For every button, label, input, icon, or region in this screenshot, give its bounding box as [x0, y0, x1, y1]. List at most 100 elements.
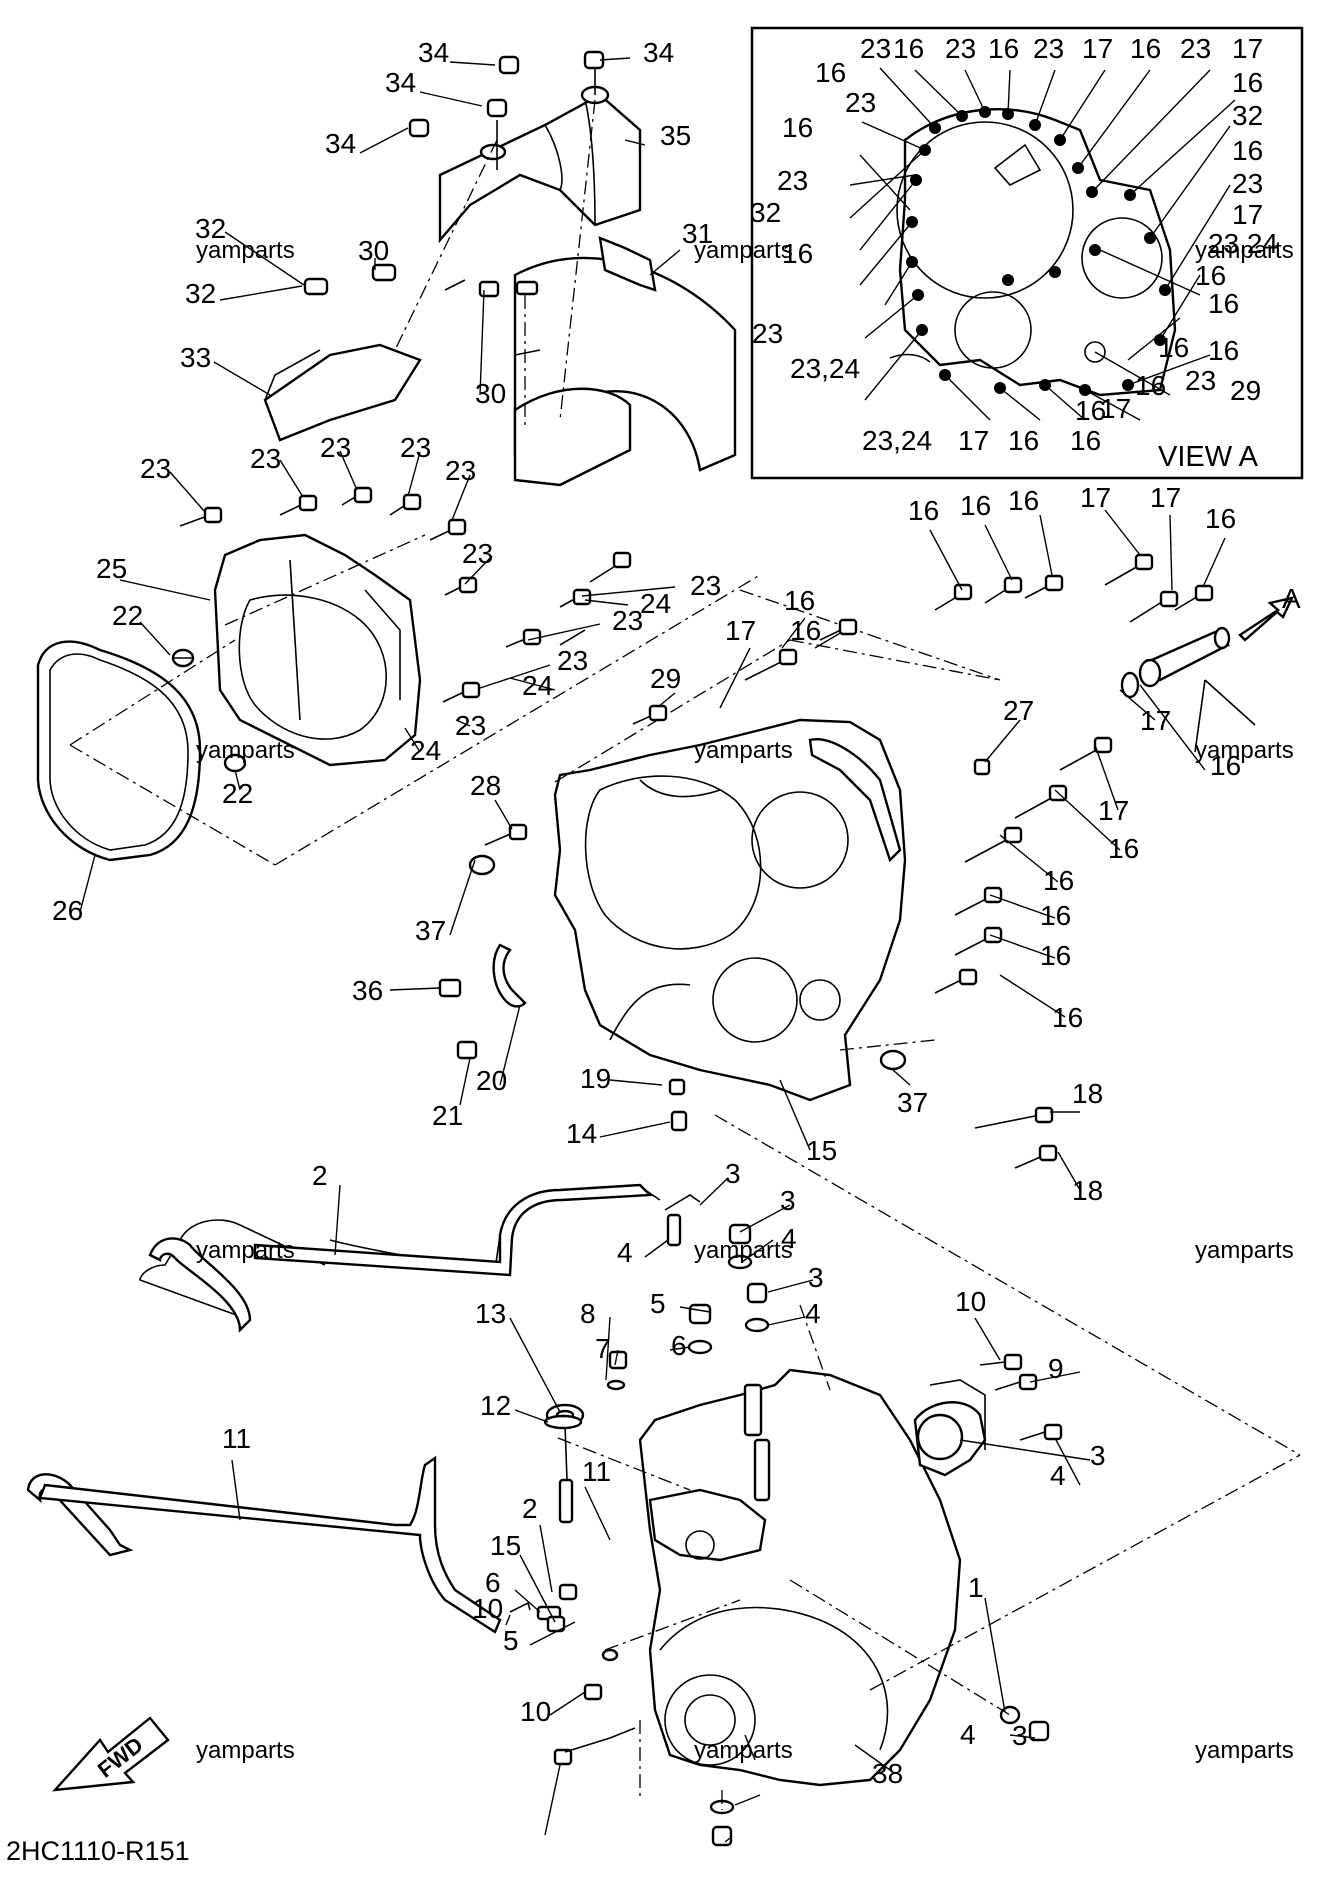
- view-a-lower-bore: [954, 291, 1032, 369]
- upper-shrouds: [263, 50, 737, 487]
- arrow-a-label: A: [1282, 583, 1301, 614]
- callout-9: 9: [1048, 1353, 1064, 1384]
- view-a-callout-16: 16: [1135, 370, 1166, 401]
- callout-3: 3: [780, 1185, 796, 1216]
- crankcase-1-bore: [664, 1674, 756, 1766]
- callout-24: 24: [410, 735, 441, 766]
- bracket-33-fold: [264, 349, 321, 401]
- shaft-27-group: [1120, 596, 1295, 753]
- view-a-callout-17: 17: [1100, 393, 1131, 424]
- shroud-35: [438, 93, 642, 244]
- leader-line: [767, 1279, 814, 1293]
- crankcase-1-bore-inner: [684, 1694, 736, 1746]
- view-a-frame: [750, 26, 1304, 480]
- leader-line: [584, 1486, 611, 1541]
- callout-19: 19: [580, 1063, 611, 1094]
- leader-line: [464, 555, 493, 585]
- leader-line: [892, 1069, 911, 1086]
- leader-line: [624, 139, 646, 146]
- watermark: yamparts: [1195, 1237, 1294, 1264]
- crankcase-flange: [808, 738, 902, 863]
- callout-25: 25: [96, 553, 127, 584]
- leader-line: [339, 450, 358, 491]
- leader-line: [781, 617, 806, 649]
- callout-23: 23: [445, 455, 476, 486]
- bolt-34-d: [408, 118, 430, 138]
- leader-line: [999, 974, 1066, 1018]
- callout-16: 16: [1108, 833, 1139, 864]
- callout-33: 33: [180, 342, 211, 373]
- callout-13: 13: [475, 1298, 506, 1329]
- view-a-callout-16: 16: [1232, 135, 1263, 166]
- bolt-37: [438, 978, 462, 998]
- callout-16: 16: [1052, 1002, 1083, 1033]
- fwd-arrow-shape: [52, 1716, 170, 1792]
- leader-line: [854, 1744, 891, 1771]
- callout-4: 4: [805, 1298, 821, 1329]
- watermark: yamparts: [196, 237, 295, 264]
- bolt-32-b: [303, 277, 329, 296]
- leader-line: [231, 1459, 241, 1521]
- callout-17: 17: [1080, 482, 1111, 513]
- leader-line: [739, 1204, 791, 1233]
- fwd-arrow: FWD: [52, 1716, 170, 1792]
- assembly-line-6: [274, 574, 761, 866]
- leader-line: [719, 647, 751, 709]
- callout-2: 2: [522, 1493, 538, 1524]
- pipe-13: [38, 1455, 502, 1634]
- callout-27: 27: [1003, 695, 1034, 726]
- clip-36: [492, 943, 527, 1008]
- view-a-callout-23-24: 23,24: [1208, 228, 1278, 259]
- watermark: yamparts: [694, 237, 793, 264]
- leader-line: [389, 987, 441, 991]
- view-a-bracket: [889, 353, 931, 363]
- shaft-27-end-b: [1213, 626, 1231, 650]
- callout-34: 34: [643, 37, 674, 68]
- crankcase-1: [543, 1368, 987, 1787]
- callout-16: 16: [1210, 750, 1241, 781]
- leader-line: [359, 127, 409, 154]
- leader-line: [984, 1597, 1006, 1713]
- leader-line: [479, 289, 485, 396]
- view-a-boss: [1084, 341, 1106, 363]
- leader-line: [989, 934, 1056, 959]
- gasket-26-inner: [49, 653, 189, 851]
- callout-23: 23: [690, 570, 721, 601]
- arrow-a: [1238, 596, 1295, 642]
- leader-line: [669, 1346, 691, 1351]
- callout-22: 22: [222, 778, 253, 809]
- callout-23: 23: [557, 645, 588, 676]
- bolt-34-c: [486, 98, 508, 118]
- assembly-line-9: [789, 639, 1001, 681]
- leader-line: [519, 1554, 556, 1623]
- fan-housing-31-edge: [514, 349, 541, 356]
- view-a-callout-16: 16: [988, 33, 1019, 64]
- bolt-32: [371, 263, 397, 282]
- leader-line: [599, 57, 631, 61]
- watermark: yamparts: [1195, 737, 1294, 764]
- view-a-callout-16: 16: [782, 238, 813, 269]
- dowel-29: [973, 758, 991, 776]
- leader-line: [1119, 689, 1156, 721]
- crankcase-1-outline: [638, 1368, 962, 1787]
- leader-line: [479, 664, 551, 689]
- leader-line: [1039, 514, 1053, 576]
- o-ring-6: [606, 1379, 626, 1391]
- leader-line: [279, 459, 304, 498]
- leader-line: [741, 1239, 774, 1263]
- leader-line: [581, 586, 676, 597]
- leader-line: [539, 1524, 553, 1593]
- leader-line: [529, 1621, 576, 1646]
- leader-line: [514, 1409, 549, 1423]
- bracket-36-group: [438, 943, 527, 1060]
- callout-15: 15: [806, 1135, 837, 1166]
- gasket-26: [36, 640, 202, 862]
- oil-pump-9-gear: [916, 1413, 964, 1461]
- leader-line: [1202, 537, 1226, 588]
- clip-38: [564, 1727, 636, 1753]
- callout-16: 16: [1205, 503, 1236, 534]
- callout-26: 26: [52, 895, 83, 926]
- callout-28: 28: [470, 770, 501, 801]
- callout-30: 30: [475, 378, 506, 409]
